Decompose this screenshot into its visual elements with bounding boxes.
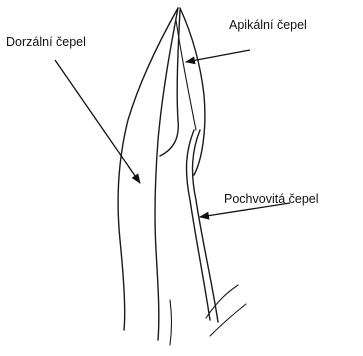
label-dorsal: Dorzální čepel <box>6 35 86 49</box>
outer-blade-outline <box>118 8 205 340</box>
label-apical: Apikální čepel <box>229 18 307 32</box>
label-sheath: Pochvovitá čepel <box>224 192 319 206</box>
sheath-blade <box>170 130 246 345</box>
